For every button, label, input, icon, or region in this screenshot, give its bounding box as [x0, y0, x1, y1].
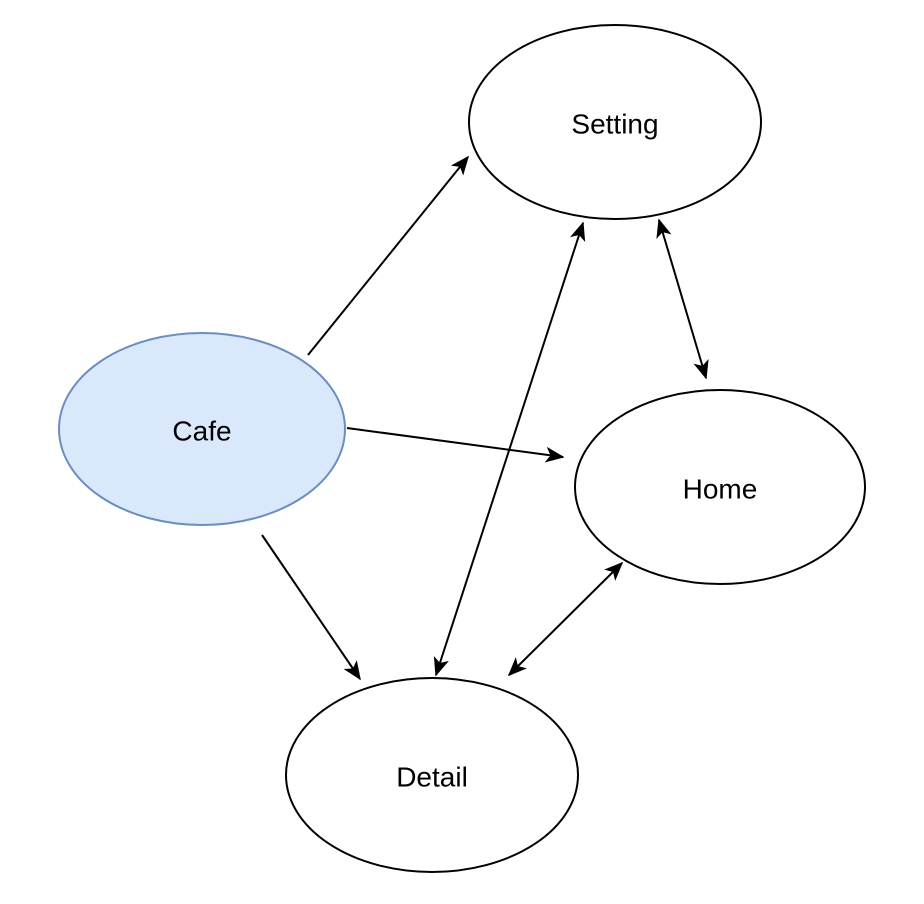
- node-setting[interactable]: Setting: [468, 24, 762, 220]
- node-setting-label: Setting: [571, 109, 658, 140]
- edge-cafe-to-detail[interactable]: [261, 534, 361, 681]
- node-cafe-label: Cafe: [172, 416, 231, 447]
- edge-detail-to-home[interactable]: [507, 561, 624, 677]
- node-cafe[interactable]: Cafe: [58, 332, 346, 526]
- edge-layer: [261, 155, 709, 681]
- edge-setting-to-home[interactable]: [656, 218, 709, 380]
- edge-cafe-to-setting[interactable]: [307, 155, 469, 356]
- edge-cafe-to-home[interactable]: [346, 427, 565, 463]
- node-setting-shape[interactable]: [468, 24, 762, 220]
- edge-detail-to-setting[interactable]: [433, 221, 586, 677]
- node-home[interactable]: Home: [574, 389, 866, 585]
- node-detail-shape[interactable]: [285, 677, 579, 873]
- node-cafe-shape[interactable]: [58, 332, 346, 526]
- node-home-label: Home: [683, 474, 758, 505]
- node-home-shape[interactable]: [574, 389, 866, 585]
- node-detail[interactable]: Detail: [285, 677, 579, 873]
- node-detail-label: Detail: [396, 762, 468, 793]
